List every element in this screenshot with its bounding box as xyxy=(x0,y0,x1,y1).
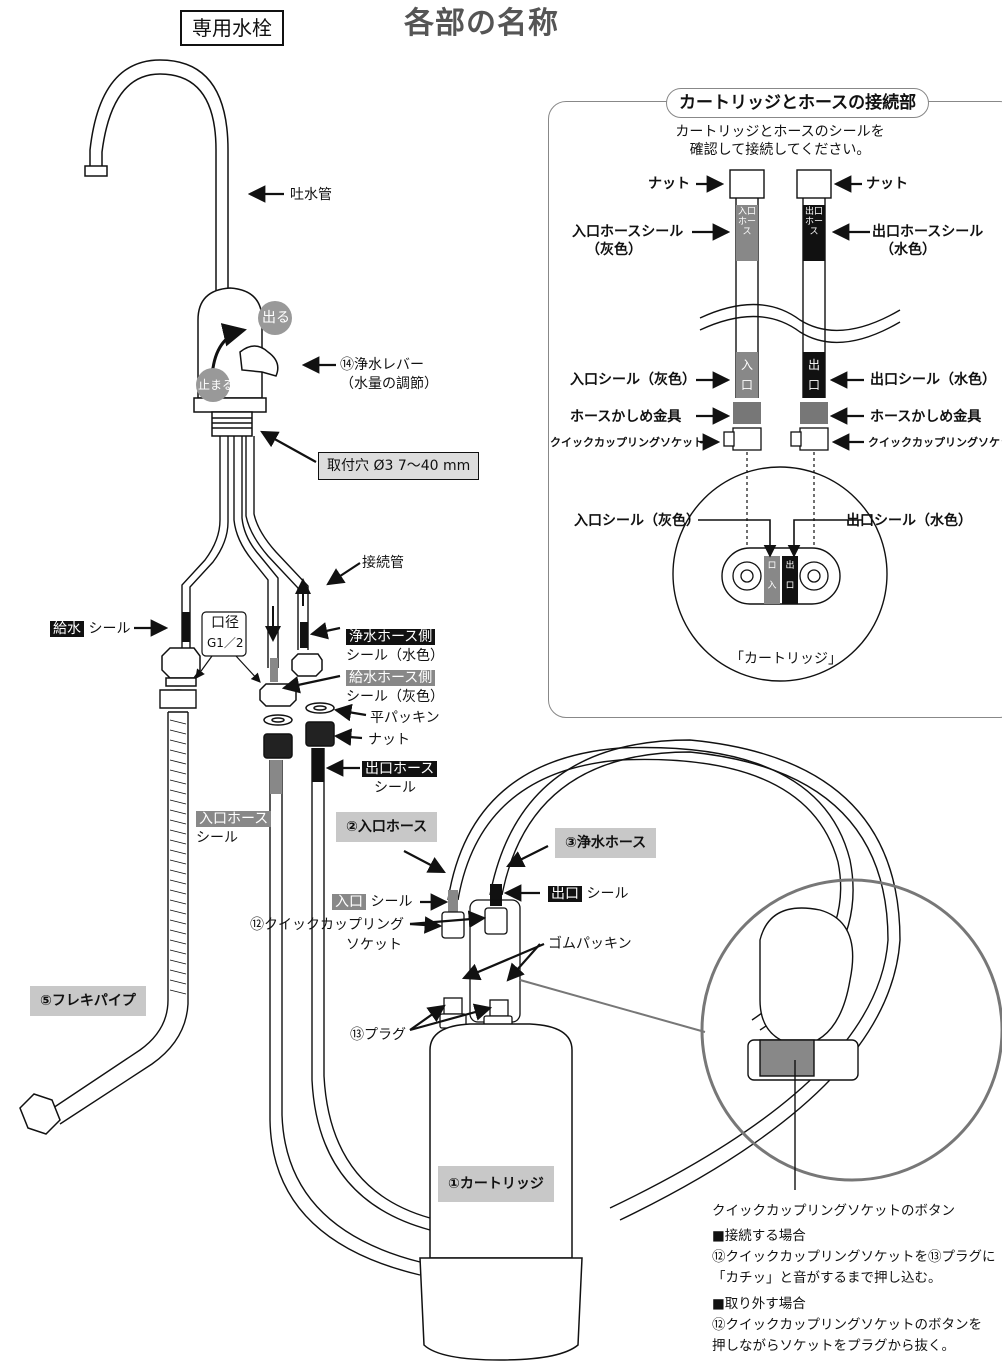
pure-side-seal: シール（水色） xyxy=(346,648,444,664)
inlet-hose-label: ②入口ホース xyxy=(336,812,438,842)
spout-label: 吐水管 xyxy=(290,187,332,203)
spout-pipe xyxy=(84,59,229,292)
lever-rotate-arrow xyxy=(197,323,247,391)
lever-sub-label: （水量の調節） xyxy=(340,376,438,392)
cartridge-top-out-2: ロ xyxy=(785,581,795,591)
nut-right-label: ナット xyxy=(866,176,908,192)
inlet-hose-seal-mark xyxy=(270,760,282,794)
remove-heading: ■取り外す場合 xyxy=(712,1296,806,1312)
flat-packing-label: 平パッキン xyxy=(370,710,440,726)
crimp-left-label: ホースかしめ金具 xyxy=(570,409,682,425)
seal-in-char-1: 入 xyxy=(740,358,753,372)
connection-pipe-label: 接続管 xyxy=(362,555,404,571)
socket-left-label: クイックカップリングソケット xyxy=(550,436,704,449)
instruction-2: 確認して接続してください。 xyxy=(689,142,871,158)
flex-pipe xyxy=(49,711,189,1125)
inlet-hose-seal-color: （灰色） xyxy=(586,242,642,258)
inlet-hose-tag: 入口ホース xyxy=(196,810,272,828)
on-label: 出る xyxy=(262,310,290,326)
supply-seal-mark xyxy=(182,612,190,642)
supply-side-tag: 給水ホース側 xyxy=(346,669,436,687)
leader-arrows xyxy=(134,175,870,1032)
hose-text-out: 出口ホース xyxy=(805,207,824,237)
socket-right-label: クイックカップリングソケット xyxy=(868,436,1002,449)
supply-seal-text: シール xyxy=(88,621,131,637)
on-badge xyxy=(258,301,292,335)
supply-side-seal: シール（灰色） xyxy=(346,689,444,705)
zoom-detail xyxy=(519,878,1002,1182)
nut-label: ナット xyxy=(368,732,410,748)
outlet-hose-tag: 出口ホース xyxy=(362,760,438,778)
cartridge-top-in-1: ロ xyxy=(767,561,777,571)
bore-value: G1／2 xyxy=(207,636,244,650)
page-title: 各部の名称 xyxy=(404,6,559,41)
hose-text-in: 入口ホース xyxy=(738,207,757,237)
lever-label: ⑭浄水レバー xyxy=(340,357,424,373)
outlet-hose-seal-label: 出口ホースシール xyxy=(872,224,984,240)
outlet-hose-seal-color: （水色） xyxy=(880,242,936,258)
off-badge xyxy=(196,368,230,402)
outlet-hose-seal: シール xyxy=(374,780,416,796)
cartridge-inlet-seal-label: 入口シール（灰色） xyxy=(574,513,700,529)
flex-nut xyxy=(19,1093,61,1135)
bore-label: 口径 xyxy=(211,615,239,631)
outlet-seal-callout: 出口 シール xyxy=(548,885,628,903)
instruction-1: カートリッジとホースのシールを xyxy=(675,124,885,140)
pure-hose-label: ③浄水ホース xyxy=(555,828,657,858)
outlet-hose-seal-mark xyxy=(312,748,324,782)
rubber-packing-label: ゴムパッキン xyxy=(548,936,632,952)
connect-heading: ■接続する場合 xyxy=(712,1228,806,1244)
cartridge-outlet-seal-label: 出口シール（水色） xyxy=(846,513,972,529)
cartridge-top-circle xyxy=(672,466,888,682)
inlet-seal-callout: 入口 シール xyxy=(332,893,412,911)
crimp-right-label: ホースかしめ金具 xyxy=(870,409,982,425)
supply-seal-callout: 給水 シール xyxy=(50,620,130,638)
outlet-seal-label: 出口シール（水色） xyxy=(870,372,996,388)
plug-label: ⑬プラグ xyxy=(350,1027,406,1043)
pure-side-seal-mark xyxy=(300,622,308,648)
supply-tag: 給水 xyxy=(50,621,84,637)
bore-box xyxy=(201,611,247,657)
nut-left-label: ナット xyxy=(648,176,690,192)
connect-step-1: ⑫クイックカップリングソケットを⑬プラグに xyxy=(712,1249,996,1265)
remove-step-2: 押しながらソケットをプラグから抜く。 xyxy=(712,1338,955,1354)
connection-title: カートリッジとホースの接続部 xyxy=(666,88,930,118)
connect-step-2: 「カチッ」と音がするまで押し込む。 xyxy=(712,1270,942,1286)
remove-step-1: ⑫クイックカップリングソケットのボタンを xyxy=(712,1317,982,1333)
lever-icon xyxy=(239,345,279,377)
seal-out-char-2: 口 xyxy=(807,378,820,392)
seal-in-char-2: 口 xyxy=(740,378,753,392)
inlet-hose-seal: シール xyxy=(196,830,238,846)
cartridge-caption: 「カートリッジ」 xyxy=(730,651,842,667)
pure-side-tag: 浄水ホース側 xyxy=(346,628,436,646)
flex-pipe-label: ⑤フレキパイプ xyxy=(30,986,146,1016)
cartridge-top-out-1: 出 xyxy=(785,561,795,571)
mount-hole-label: 取付穴 Ø3 7〜40 mm xyxy=(318,452,480,480)
faucet-tubes xyxy=(181,436,309,668)
seal-out-char-1: 出 xyxy=(807,358,820,372)
inlet-hose-seal-label: 入口ホースシール xyxy=(572,224,684,240)
cartridge-label: ①カートリッジ xyxy=(438,1166,554,1202)
faucet-type-label: 専用水栓 xyxy=(180,10,284,46)
inlet-seal-label: 入口シール（灰色） xyxy=(570,372,696,388)
supply-side-seal-mark xyxy=(270,658,278,682)
button-title: クイックカップリングソケットのボタン xyxy=(712,1203,955,1219)
coupling-label-1: ⑫クイックカップリング xyxy=(250,917,404,933)
coupling-label-2: ソケット xyxy=(346,937,402,953)
off-label: 止まる xyxy=(198,378,235,392)
cartridge-top-in-2: 入 xyxy=(767,581,777,591)
